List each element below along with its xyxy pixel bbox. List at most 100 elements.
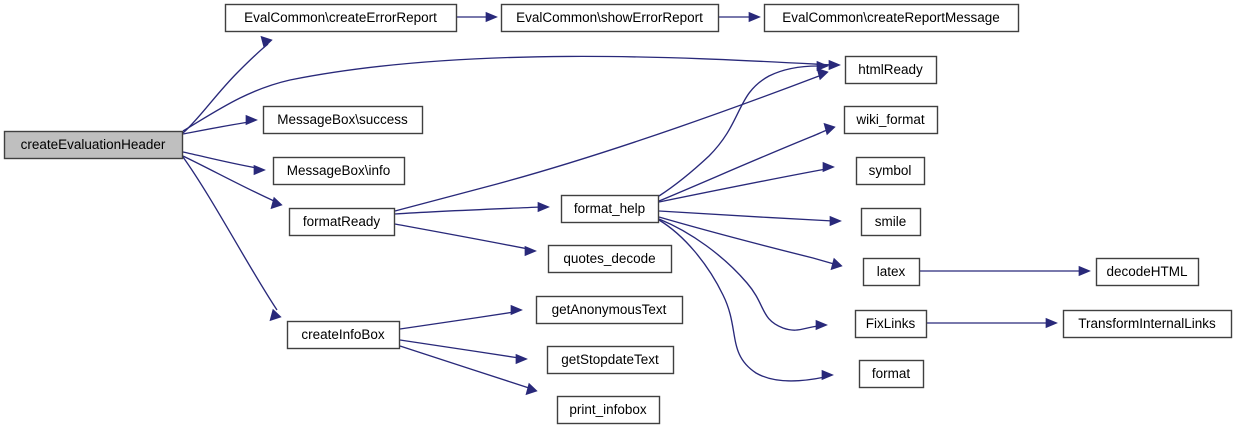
node-box[interactable] [272, 156, 406, 186]
node-formatReady[interactable]: formatReady [288, 207, 396, 237]
node-smile[interactable]: smile [860, 207, 922, 237]
arrowhead [816, 60, 829, 72]
node-createErrorReport[interactable]: EvalCommon\createErrorReport [224, 3, 458, 33]
edge-format_help-to-FixLinks [658, 218, 828, 331]
node-box[interactable] [862, 257, 921, 287]
edge-formatReady-to-htmlReady [394, 67, 829, 212]
edge-latex-to-decodeHTML [920, 265, 1091, 277]
node-label: smile [875, 214, 907, 229]
node-createEvaluationHeader[interactable]: createEvaluationHeader [3, 130, 184, 160]
arrowhead [1078, 265, 1091, 277]
arrowhead [515, 353, 528, 365]
node-label: EvalCommon\createReportMessage [782, 10, 1000, 25]
arrowhead [822, 161, 835, 173]
node-htmlReady[interactable]: htmlReady [844, 55, 938, 85]
edge-createErrorReport-to-showErrorReport [457, 11, 498, 23]
node-getStopdateText[interactable]: getStopdateText [546, 345, 675, 375]
node-decodeHTML[interactable]: decodeHTML [1095, 257, 1200, 287]
edge-createInfoBox-to-print_infobox [399, 345, 538, 396]
node-box[interactable] [860, 207, 922, 237]
node-box[interactable] [763, 3, 1020, 33]
node-label: createEvaluationHeader [21, 137, 166, 152]
node-quotes_decode[interactable]: quotes_decode [547, 244, 673, 274]
edge-createInfoBox-to-getStopdateText [399, 339, 528, 365]
node-label: getStopdateText [561, 352, 659, 367]
node-box[interactable] [286, 320, 401, 350]
nodes-layer: createEvaluationHeader EvalCommon\createE… [3, 3, 1233, 425]
arrowhead [245, 114, 258, 126]
node-box[interactable] [560, 194, 660, 224]
edge-format_help-to-htmlReady [658, 60, 829, 197]
node-label: MessageBox\info [287, 163, 391, 178]
node-box[interactable] [500, 3, 720, 33]
node-format[interactable]: format [858, 359, 925, 389]
node-box[interactable] [843, 105, 939, 135]
node-label: print_infobox [569, 402, 647, 417]
node-print_infobox[interactable]: print_infobox [556, 395, 661, 425]
node-label: htmlReady [858, 62, 923, 77]
arrowhead [269, 308, 282, 322]
node-messageboxSuccess[interactable]: MessageBox\success [262, 105, 424, 135]
node-box[interactable] [858, 359, 925, 389]
edge-createEvaluationHeader-to-createInfoBox [182, 156, 282, 322]
node-TransformInternalLinks[interactable]: TransformInternalLinks [1062, 309, 1233, 339]
node-box[interactable] [535, 295, 684, 325]
arrowhead [270, 196, 283, 210]
node-label: decodeHTML [1106, 264, 1188, 279]
node-box[interactable] [3, 130, 184, 160]
edge-createEvaluationHeader-to-messageboxSuccess [182, 114, 258, 135]
node-label: EvalCommon\createErrorReport [244, 10, 437, 25]
node-box[interactable] [224, 3, 458, 33]
edge-formatReady-to-format_help [394, 201, 550, 215]
arrowhead [829, 215, 842, 227]
node-symbol[interactable]: symbol [855, 156, 926, 186]
node-box[interactable] [547, 244, 673, 274]
node-box[interactable] [1095, 257, 1200, 287]
arrowhead [253, 164, 266, 176]
arrowhead [537, 201, 550, 213]
edge-showErrorReport-to-createReportMessage [719, 11, 761, 23]
node-messageboxInfo[interactable]: MessageBox\info [272, 156, 406, 186]
node-label: formatReady [303, 214, 381, 229]
node-createInfoBox[interactable]: createInfoBox [286, 320, 401, 350]
edge-format_help-to-format [658, 219, 834, 382]
node-label: quotes_decode [563, 251, 655, 266]
node-FixLinks[interactable]: FixLinks [854, 309, 928, 339]
node-showErrorReport[interactable]: EvalCommon\showErrorReport [500, 3, 720, 33]
node-label: format [872, 366, 911, 381]
node-box[interactable] [262, 105, 424, 135]
node-latex[interactable]: latex [862, 257, 921, 287]
node-format_help[interactable]: format_help [560, 194, 660, 224]
node-box[interactable] [556, 395, 661, 425]
arrowhead [525, 382, 538, 396]
node-box[interactable] [288, 207, 396, 237]
node-box[interactable] [546, 345, 675, 375]
arrowhead [524, 245, 537, 257]
arrowhead [815, 319, 828, 331]
node-createReportMessage[interactable]: EvalCommon\createReportMessage [763, 3, 1020, 33]
edge-createInfoBox-to-getAnonymousText [399, 304, 523, 330]
arrowhead [823, 122, 836, 136]
arrowhead [821, 369, 834, 381]
node-getAnonymousText[interactable]: getAnonymousText [535, 295, 684, 325]
node-label: getAnonymousText [552, 302, 667, 317]
edge-format_help-to-wiki_format [658, 122, 836, 202]
node-wiki_format[interactable]: wiki_format [843, 105, 939, 135]
edge-format_help-to-latex [658, 216, 843, 271]
node-label: createInfoBox [301, 327, 385, 342]
node-label: format_help [574, 201, 645, 216]
node-box[interactable] [844, 55, 938, 85]
node-label: symbol [869, 163, 912, 178]
arrowhead [485, 11, 498, 23]
arrowhead [748, 11, 761, 23]
edge-formatReady-to-quotes_decode [394, 223, 537, 257]
edge-createEvaluationHeader-to-formatReady [182, 155, 283, 210]
node-label: wiki_format [855, 112, 925, 127]
node-box[interactable] [855, 156, 926, 186]
node-box[interactable] [854, 309, 928, 339]
edge-format_help-to-symbol [658, 161, 835, 203]
edges-layer [182, 11, 1091, 396]
node-box[interactable] [1062, 309, 1233, 339]
arrowhead [830, 257, 843, 271]
